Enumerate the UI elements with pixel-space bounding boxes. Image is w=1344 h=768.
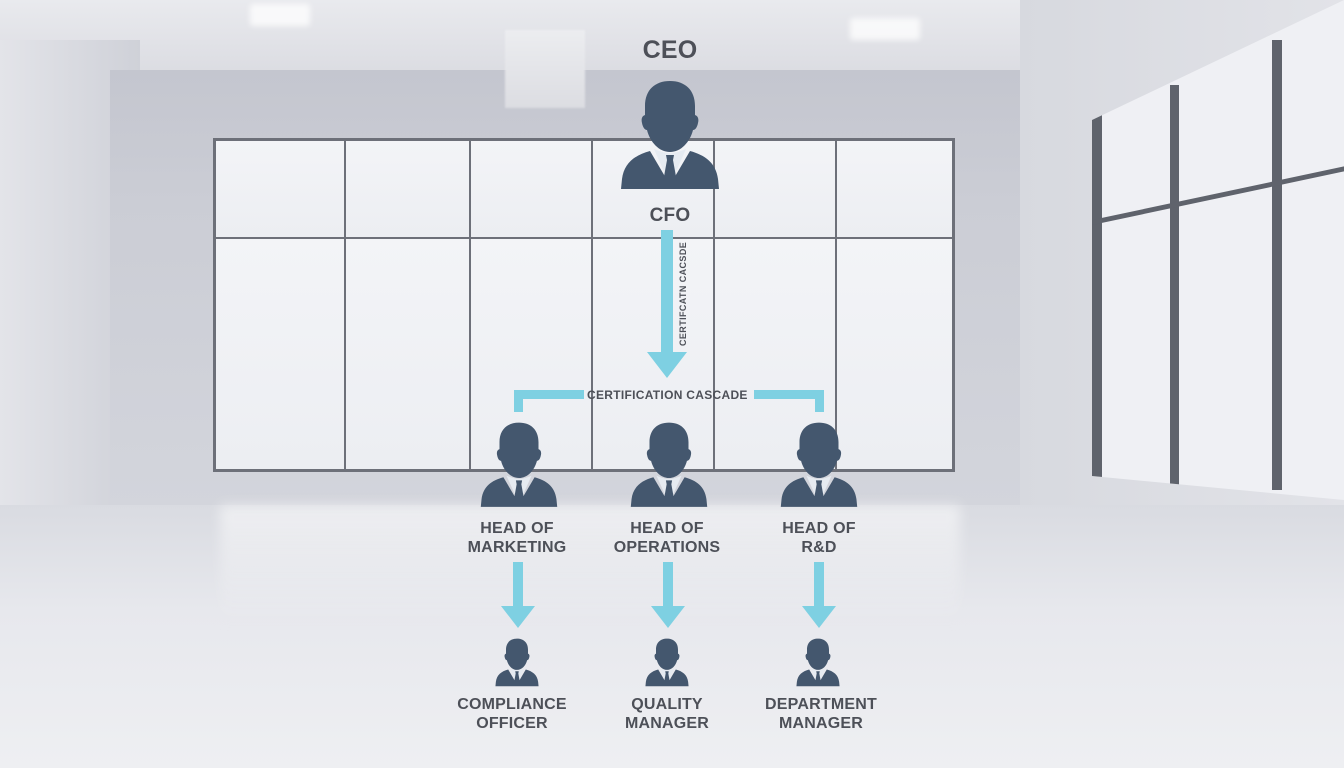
quality-manager-label: QUALITY MANAGER [592,695,742,733]
department-manager-label: DEPARTMENT MANAGER [746,695,896,733]
label-line: MANAGER [624,715,710,732]
label-line: DEPARTMENT [765,696,877,713]
label-line: OFFICER [476,715,548,732]
head-marketing-label: HEAD OF MARKETING [447,519,587,557]
compliance-officer-label: COMPLIANCE OFFICER [437,695,587,733]
ceo-person-icon [620,78,720,190]
branch-cascade-label: CERTIFICATION CASCADE [587,388,748,402]
head-operations-person-icon [630,418,708,510]
arrow-shaft-rnd [814,562,824,608]
label-line: OPERATIONS [613,539,721,556]
ceiling-light [850,18,920,40]
branch-line-left [514,390,584,399]
ceiling-beam [505,30,585,108]
label-line: QUALITY [631,696,703,713]
back-window [213,138,955,472]
quality-manager-person-icon [645,636,689,688]
head-rnd-label: HEAD OF R&D [749,519,889,557]
branch-drop-left [514,390,523,412]
department-manager-person-icon [796,636,840,688]
cascade-arrow-head [647,352,687,378]
arrow-head-operations [651,606,685,628]
arrow-shaft-marketing [513,562,523,608]
compliance-officer-person-icon [495,636,539,688]
label-line: HEAD OF [782,520,856,537]
label-line: MARKETING [467,539,567,556]
head-marketing-person-icon [480,418,558,510]
cascade-arrow-shaft [661,230,673,354]
ceo-title: CEO [642,36,698,64]
ceiling-light [250,4,310,26]
branch-line-right [754,390,824,399]
head-rnd-person-icon [780,418,858,510]
label-line: R&D [801,539,837,556]
head-operations-label: HEAD OF OPERATIONS [597,519,737,557]
arrow-head-rnd [802,606,836,628]
label-line: MANAGER [778,715,864,732]
label-line: COMPLIANCE [457,696,567,713]
cfo-subtitle: CFO [649,205,691,226]
branch-drop-right [815,390,824,412]
label-line: HEAD OF [630,520,704,537]
arrow-head-marketing [501,606,535,628]
floor-reflection [220,505,960,625]
label-line: HEAD OF [480,520,554,537]
arrow-shaft-operations [663,562,673,608]
vertical-cascade-label: CERTIFCATN CACSDE [678,241,688,346]
